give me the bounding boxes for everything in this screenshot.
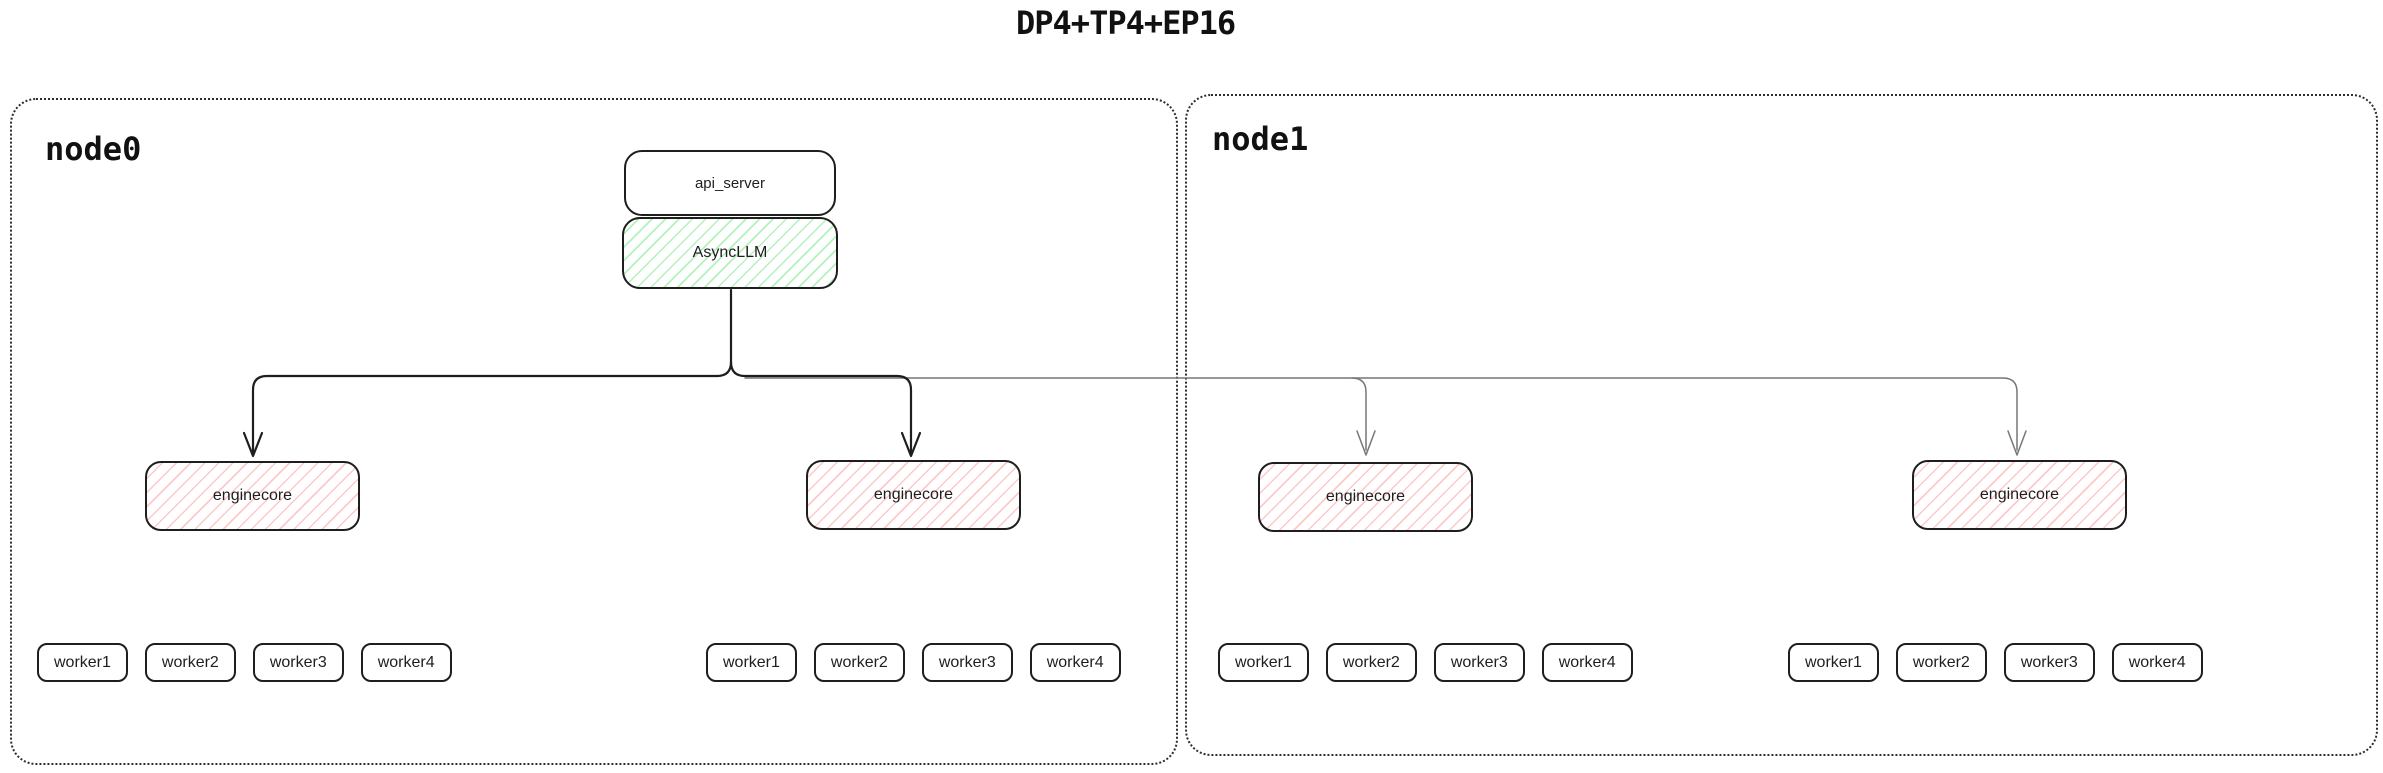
node1-enginecore-1: enginecore (1258, 462, 1473, 532)
arrowhead-node0-ec1 (242, 431, 264, 458)
node1-label: node1 (1212, 120, 1309, 158)
worker-box: worker1 (1218, 643, 1309, 682)
worker-box: worker1 (1788, 643, 1879, 682)
asyncllm-box: AsyncLLM (622, 217, 838, 289)
diagram-title: DP4+TP4+EP16 (1016, 4, 1236, 42)
worker-label: worker4 (377, 653, 435, 671)
worker-label: worker2 (830, 653, 888, 671)
worker-box: worker2 (813, 643, 905, 682)
node0-container: node0 (10, 98, 1178, 765)
worker-label: worker2 (1342, 653, 1400, 671)
worker-label: worker4 (1046, 653, 1104, 671)
worker-label: worker3 (1450, 653, 1508, 671)
node0-worker-group-2: worker1 worker2 worker3 worker4 (706, 643, 1121, 682)
worker-label: worker1 (54, 653, 111, 671)
edge-asyncllm-to-node1-ec1-ec2 (744, 377, 2018, 451)
worker-box: worker3 (1433, 643, 1525, 682)
worker-label: worker1 (1805, 653, 1862, 671)
worker-label: worker3 (269, 653, 327, 671)
worker-label: worker2 (1912, 653, 1970, 671)
node0-enginecore-1: enginecore (145, 461, 360, 531)
worker-box: worker3 (2003, 643, 2095, 682)
worker-label: worker1 (723, 653, 780, 671)
node0-label: node0 (45, 130, 142, 168)
api-server-label: api_server (694, 174, 766, 192)
worker-box: worker4 (1029, 643, 1121, 682)
arrowhead-node1-ec2 (2007, 430, 2027, 456)
worker-box: worker4 (1541, 643, 1633, 682)
arrowhead-node1-ec1 (1356, 430, 1376, 456)
enginecore-label: enginecore (1325, 488, 1406, 505)
worker-box: worker4 (2111, 643, 2203, 682)
worker-label: worker4 (1558, 653, 1616, 671)
edge-asyncllm-to-node0-ec1 (251, 360, 733, 454)
worker-label: worker4 (2128, 653, 2186, 671)
asyncllm-label: AsyncLLM (692, 244, 768, 261)
worker-box: worker2 (1325, 643, 1417, 682)
node1-container: node1 (1185, 94, 2378, 756)
node1-worker-group-1: worker1 worker2 worker3 worker4 (1218, 643, 1633, 682)
worker-label: worker2 (161, 653, 219, 671)
enginecore-label: enginecore (873, 486, 954, 503)
arrowhead-node0-ec2 (900, 431, 922, 458)
api-server-box: api_server (624, 150, 836, 216)
worker-label: worker3 (938, 653, 996, 671)
node0-enginecore-2: enginecore (806, 460, 1021, 530)
worker-label: worker1 (1235, 653, 1292, 671)
worker-box: worker2 (144, 643, 236, 682)
edge-asyncllm-to-node0-ec2 (729, 360, 913, 454)
worker-box: worker4 (360, 643, 452, 682)
node0-worker-group-1: worker1 worker2 worker3 worker4 (37, 643, 452, 682)
worker-box: worker2 (1895, 643, 1987, 682)
enginecore-label: enginecore (1979, 486, 2060, 503)
worker-label: worker3 (2020, 653, 2078, 671)
worker-box: worker1 (37, 643, 128, 682)
node1-enginecore-2: enginecore (1912, 460, 2127, 530)
worker-box: worker1 (706, 643, 797, 682)
edge-branch-node1-ec1 (1351, 377, 1367, 451)
node1-worker-group-2: worker1 worker2 worker3 worker4 (1788, 643, 2203, 682)
worker-box: worker3 (252, 643, 344, 682)
worker-box: worker3 (921, 643, 1013, 682)
enginecore-label: enginecore (212, 487, 293, 504)
